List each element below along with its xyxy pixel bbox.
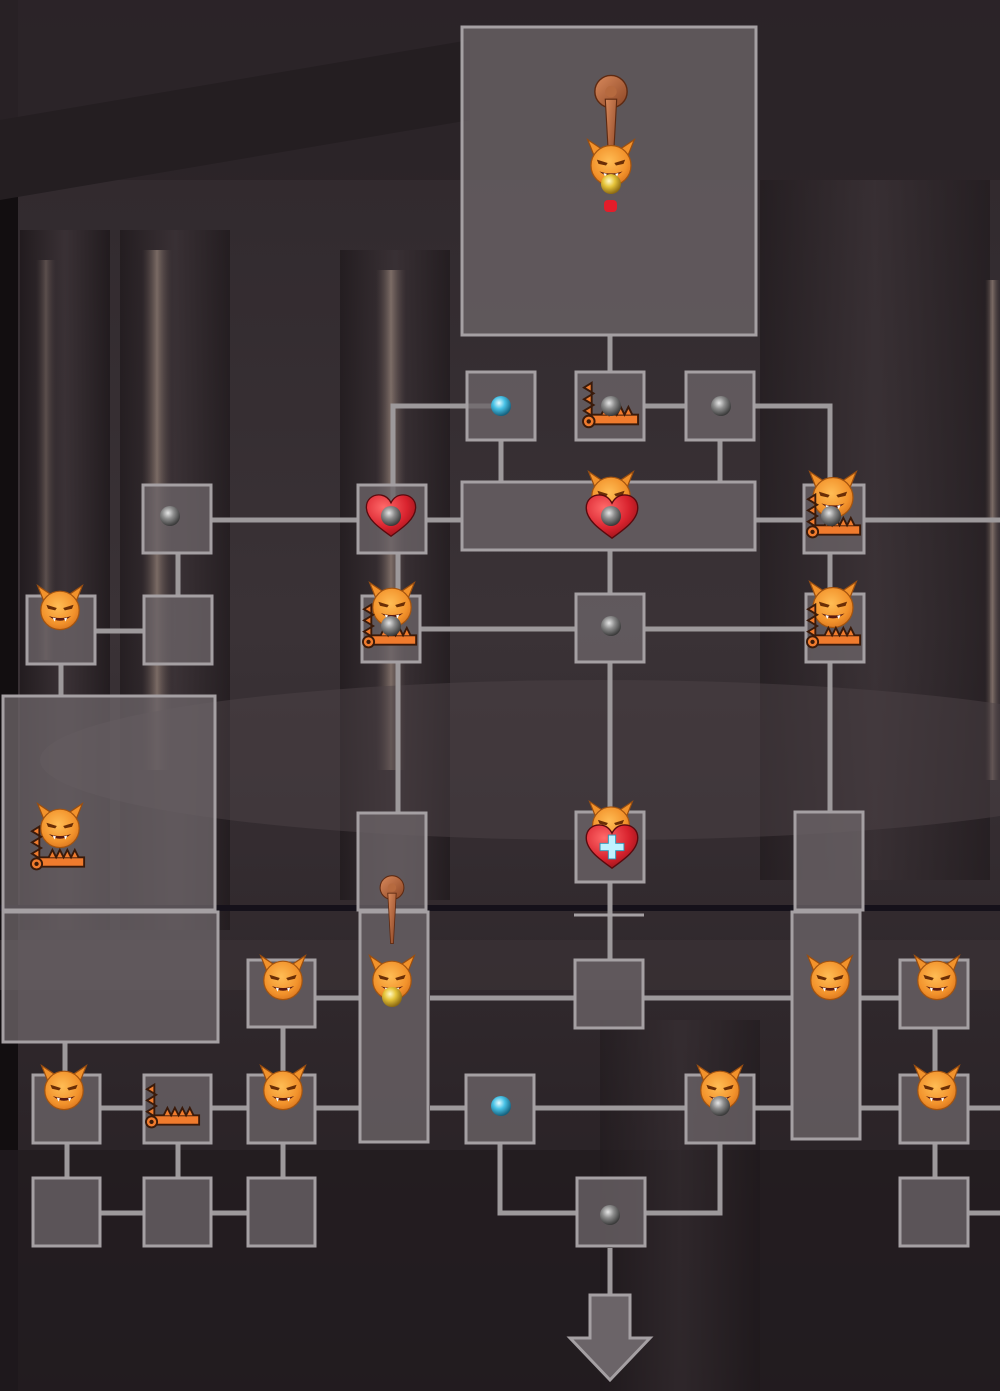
blue-orb-icon — [491, 396, 511, 416]
corridor-lever-monster[interactable] — [358, 910, 430, 1144]
grey-orb-icon — [381, 506, 401, 526]
room-empty-bottom-3[interactable] — [246, 1176, 317, 1248]
grey-orb-icon — [821, 506, 841, 526]
room-orb-left[interactable] — [141, 483, 213, 555]
room-gem-top[interactable] — [465, 370, 537, 442]
corridor-monster-right[interactable] — [790, 910, 862, 1141]
room-empty-bottom-1[interactable] — [31, 1176, 102, 1248]
grey-orb-icon — [600, 1205, 620, 1225]
grey-orb-icon — [710, 1096, 730, 1116]
paths — [58, 336, 1000, 1295]
down-arrow-icon[interactable] — [566, 1293, 654, 1383]
room-empty-bottom-2[interactable] — [142, 1176, 213, 1248]
gold-orb-icon — [601, 174, 621, 194]
grey-orb-icon — [601, 396, 621, 416]
gold-orb-icon — [382, 987, 402, 1007]
grey-orb-icon — [381, 616, 401, 636]
room-empty-left[interactable] — [142, 594, 214, 666]
corridor-right-upper — [793, 810, 865, 912]
room-empty-center[interactable] — [573, 958, 645, 1030]
grey-orb-icon — [601, 616, 621, 636]
alert-icon — [604, 200, 617, 212]
room-empty-bottom-right[interactable] — [898, 1176, 970, 1248]
grey-orb-icon — [711, 396, 731, 416]
blue-orb-icon — [491, 1096, 511, 1116]
entrance-room-content — [587, 74, 635, 212]
room-left-upper-bottom-half — [1, 910, 220, 1044]
grey-orb-icon — [160, 506, 180, 526]
hall-left[interactable] — [1, 694, 217, 912]
grey-orb-icon — [601, 506, 621, 526]
room-heart-left[interactable] — [356, 483, 428, 555]
